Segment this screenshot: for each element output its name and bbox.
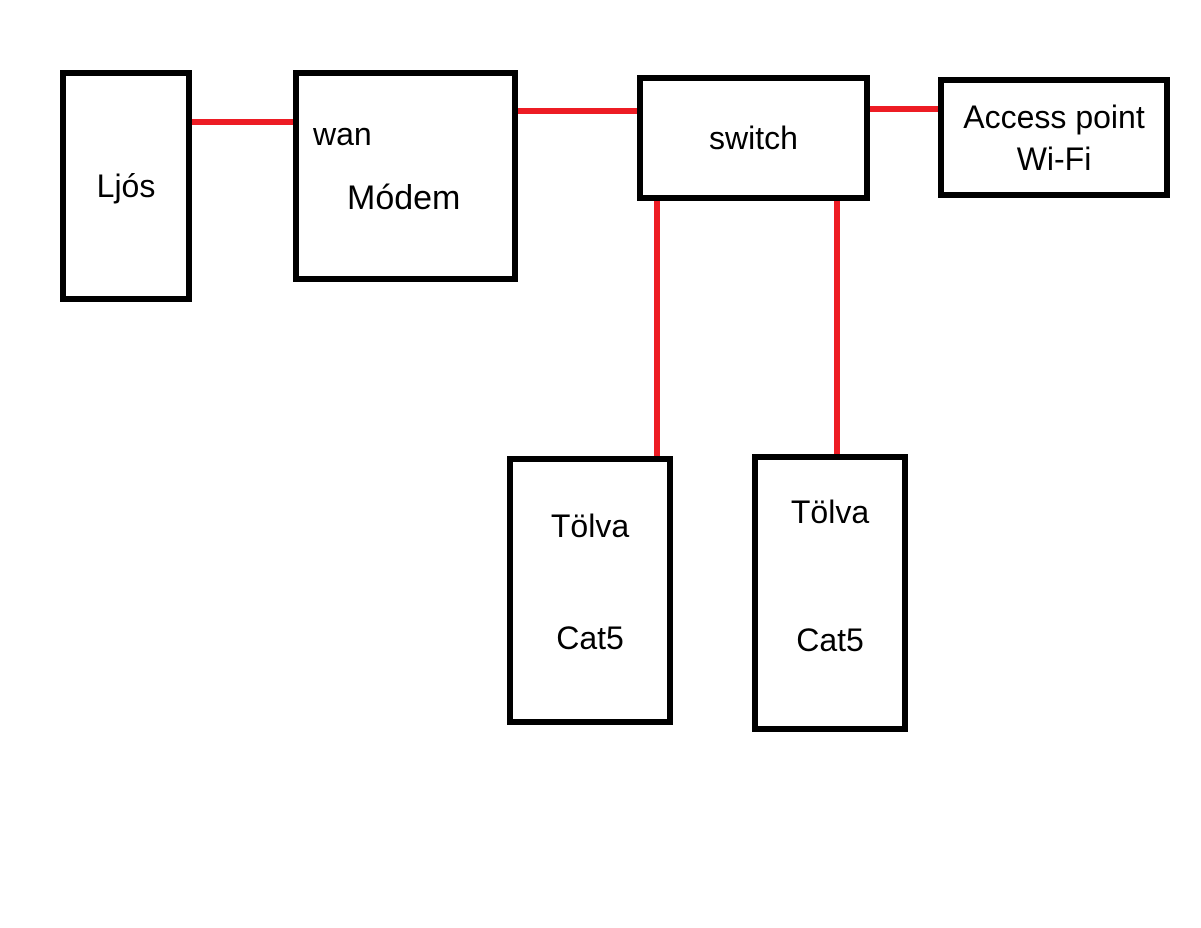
- node-ljos-label: Ljós: [96, 168, 156, 204]
- node-tolva-2-cable-label: Cat5: [796, 622, 864, 658]
- node-access-point: Access point Wi-Fi: [938, 77, 1170, 198]
- node-switch-label: switch: [709, 120, 798, 156]
- connector-switch-accesspoint: [867, 106, 941, 112]
- node-tolva-1-device-label: Tölva: [550, 508, 630, 544]
- node-access-point-label-line1: Access point: [963, 98, 1145, 135]
- connector-switch-tolva2: [834, 198, 840, 456]
- node-modem-port-label: wan: [313, 116, 372, 152]
- node-tolva-2: Tölva Cat5: [752, 454, 908, 732]
- connector-switch-tolva1: [654, 198, 660, 458]
- node-tolva-1-cable-label: Cat5: [556, 620, 624, 656]
- node-switch: switch: [637, 75, 870, 201]
- node-modem: wan Módem: [293, 70, 518, 282]
- connector-ljos-modem: [183, 119, 296, 125]
- node-access-point-label-line2: Wi-Fi: [1016, 140, 1092, 177]
- node-tolva-2-device-label: Tölva: [790, 494, 870, 530]
- node-modem-device-label: Módem: [347, 179, 461, 217]
- node-ljos: Ljós: [60, 70, 192, 302]
- connector-modem-switch: [515, 108, 640, 114]
- node-tolva-1: Tölva Cat5: [507, 456, 673, 725]
